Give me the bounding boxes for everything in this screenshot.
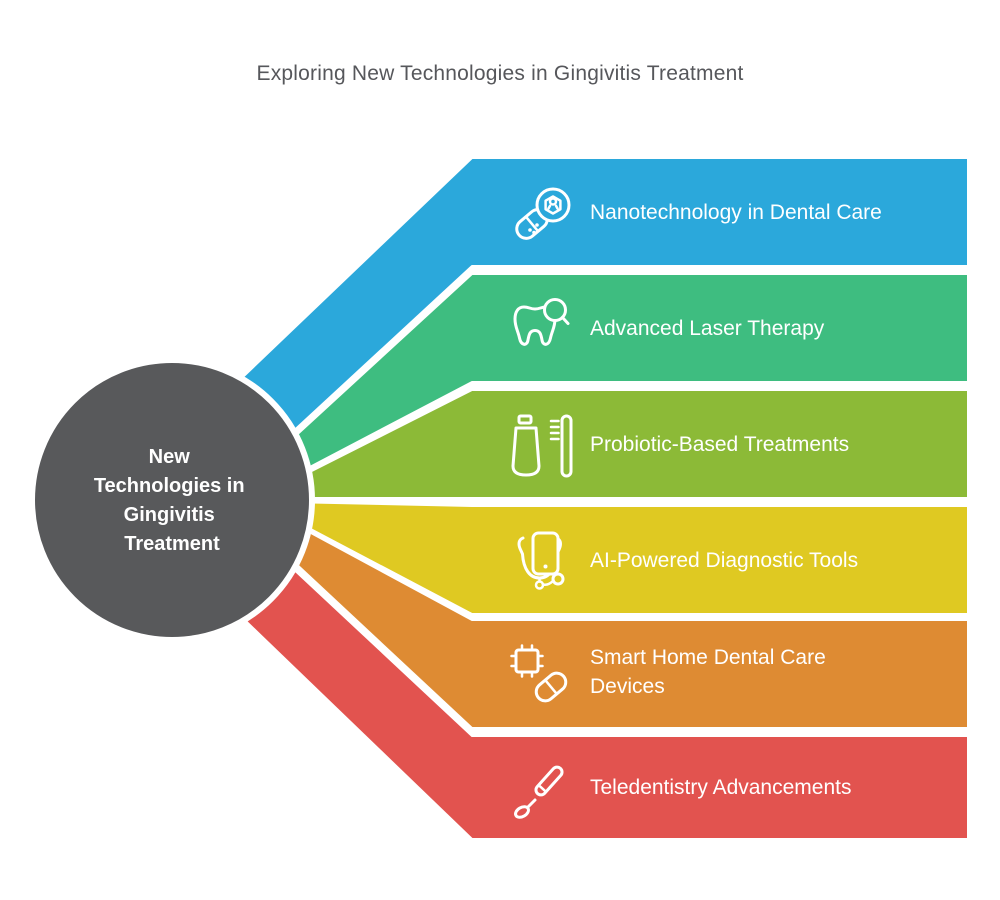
- center-circle: [29, 357, 315, 643]
- center-node: New Technologies in Gingivitis Treatment: [29, 357, 315, 643]
- phone-stethoscope-icon: [517, 531, 565, 590]
- band-nanotechnology: Nanotechnology in Dental Care: [221, 157, 969, 449]
- band-label-nanotechnology: Nanotechnology in Dental Care: [590, 201, 882, 224]
- page-title: Exploring New Technologies in Gingivitis…: [256, 62, 743, 85]
- band-ai-diagnostics: AI-Powered Diagnostic Tools: [285, 501, 969, 615]
- nano-pill-magnifier-icon: [515, 187, 571, 240]
- band-laser-therapy: Advanced Laser Therapy: [276, 273, 969, 481]
- chip-pill-icon: [510, 644, 568, 703]
- band-label-laser-therapy: Advanced Laser Therapy: [590, 317, 825, 340]
- band-label-smart-home: Smart Home Dental Care Devices: [590, 646, 832, 698]
- center-label: New Technologies in Gingivitis Treatment: [94, 446, 250, 555]
- tooth-magnifier-icon: [513, 298, 570, 346]
- band-smart-home: Smart Home Dental Care Devices: [276, 518, 969, 729]
- band-probiotic: Probiotic-Based Treatments: [285, 389, 969, 499]
- band-label-ai-diagnostics: AI-Powered Diagnostic Tools: [590, 549, 858, 572]
- dental-probe-icon: [514, 765, 564, 819]
- band-label-teledentistry: Teledentistry Advancements: [590, 776, 851, 799]
- toothpaste-toothbrush-icon: [511, 414, 573, 478]
- magnifier-lens: [543, 298, 567, 322]
- band-label-probiotic: Probiotic-Based Treatments: [590, 433, 849, 456]
- phone-body: [531, 531, 560, 576]
